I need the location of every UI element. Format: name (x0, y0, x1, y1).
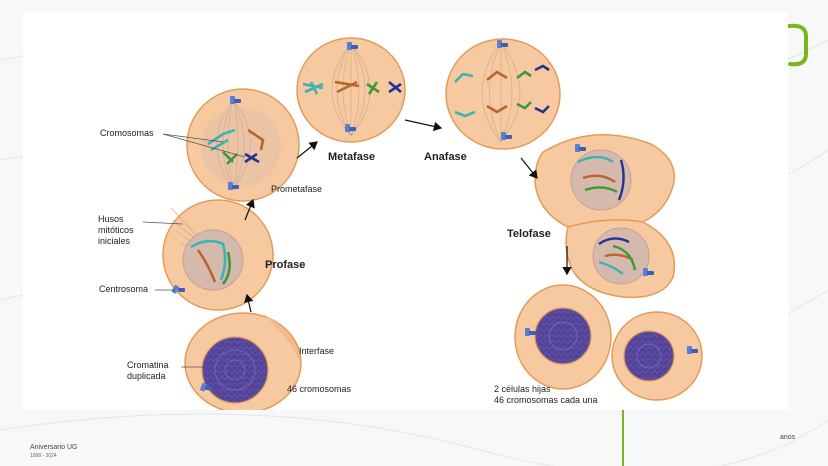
centrosome-icon (345, 124, 356, 132)
telofase-cell (534, 133, 676, 299)
label-profase: Profase (265, 259, 306, 271)
label-centrosoma: Centrosoma (99, 284, 149, 294)
prometafase-cell (186, 88, 300, 202)
centrosome-icon (687, 346, 698, 354)
metafase-cell (296, 37, 406, 143)
arrow-anafase-telofase (520, 157, 538, 179)
label-cromatina: Cromatina duplicada (127, 360, 169, 381)
left-brand-years: 1998 - 2024 (30, 453, 57, 459)
centrosome-icon (230, 96, 241, 104)
centrosome-icon (575, 144, 586, 152)
label-anafase: Anafase (424, 151, 467, 163)
centrosome-icon (501, 132, 512, 140)
centrosome-icon (171, 284, 185, 294)
anafase-cell (445, 38, 561, 150)
centrosome-icon (497, 40, 508, 48)
label-telofase: Telofase (507, 228, 551, 240)
centrosome-icon (347, 42, 358, 50)
arrow-profase-prometafase (244, 198, 255, 221)
leader-cromosomas-1 (162, 133, 224, 143)
label-cromosomas: Cromosomas (100, 128, 154, 138)
accent-bar (622, 410, 624, 466)
profase-cell (162, 199, 274, 311)
left-brand: Aniversario UG 1998 - 2024 (30, 444, 77, 460)
centrosome-icon (228, 182, 239, 190)
mitosis-diagram (142, 37, 703, 410)
label-46-cromosomas: 46 cromosomas (287, 384, 352, 394)
arrow-prometafase-metafase (296, 141, 318, 159)
right-brand-text: anos (780, 434, 796, 441)
centrosome-icon (200, 382, 212, 392)
leader-husos (142, 221, 184, 225)
arrow-metafase-anafase (404, 119, 443, 132)
label-celulas-hijas: 2 células hijas 46 cromosomas cada una (494, 384, 598, 405)
daughter-cell-right (611, 311, 703, 401)
label-prometafase: Prometafase (271, 184, 323, 194)
label-metafase: Metafase (328, 151, 376, 163)
label-interfase: Interfase (299, 346, 335, 356)
left-brand-text: Aniversario UG (30, 444, 78, 451)
arrow-interfase-profase (243, 293, 254, 313)
label-husos: Husos mitóticos iniciales (98, 214, 134, 246)
slide: Cromosomas Husos mitóticos iniciales Cen… (23, 12, 788, 410)
daughter-cell-left (514, 284, 612, 390)
centrosome-icon (643, 268, 654, 276)
centrosome-icon (525, 328, 536, 336)
interfase-cell (184, 312, 302, 410)
brand-logo-icon (786, 23, 808, 67)
leader-cromosomas-2 (162, 133, 246, 158)
